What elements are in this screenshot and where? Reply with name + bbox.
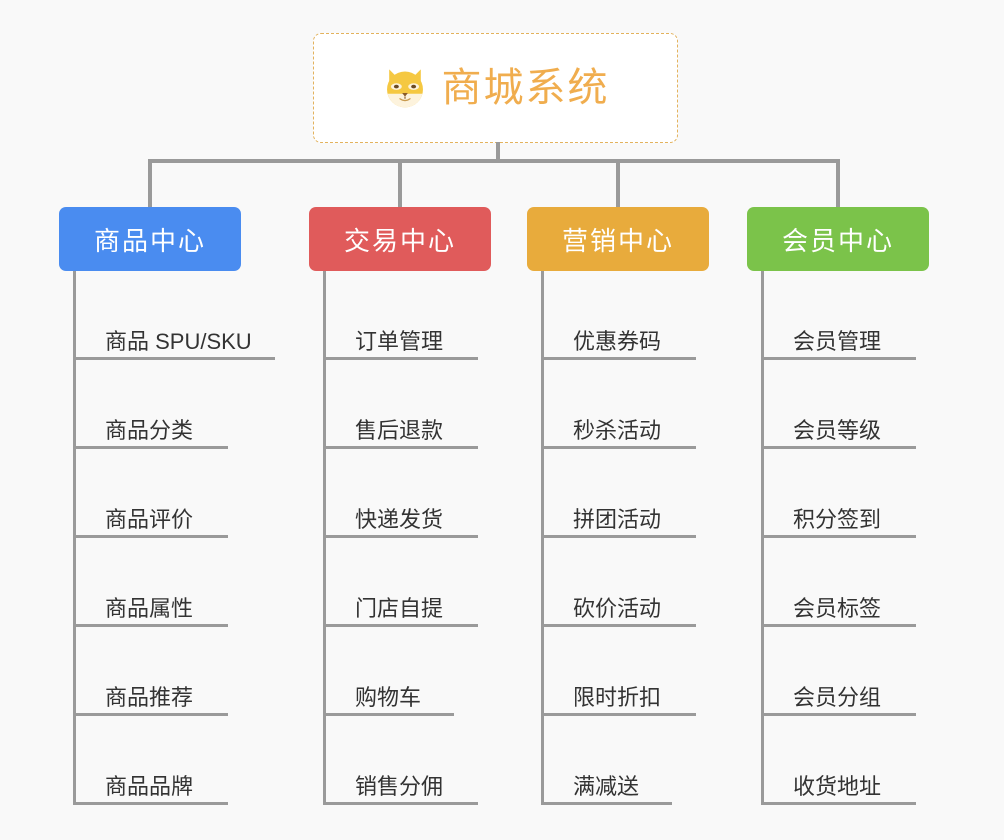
leaf-item-label: 商品属性	[105, 595, 194, 621]
shiba-dog-icon	[386, 69, 423, 108]
root-title: 商城系统	[441, 66, 610, 110]
leaf-column-3: 优惠券码秒杀活动拼团活动砍价活动限时折扣满减送	[541, 271, 696, 805]
leaf-item-underline	[541, 802, 672, 805]
leaf-item-underline	[73, 446, 228, 449]
leaf-item-label: 商品品牌	[105, 773, 194, 799]
leaf-item-label: 砍价活动	[573, 595, 662, 621]
leaf-item[interactable]: 会员分组	[761, 627, 916, 716]
leaf-column-1: 商品 SPU/SKU 商品分类商品评价商品属性商品推荐商品品牌	[73, 271, 275, 805]
leaf-item[interactable]: 会员标签	[761, 538, 916, 627]
leaf-item[interactable]: 优惠券码	[541, 271, 696, 360]
leaf-item-underline	[541, 713, 696, 716]
leaf-item[interactable]: 积分签到	[761, 449, 916, 538]
leaf-item-label: 秒杀活动	[573, 417, 662, 443]
category-label: 会员中心	[781, 225, 894, 256]
connector-drop-4	[836, 159, 840, 207]
leaf-item-underline	[761, 713, 916, 716]
column-spine	[323, 271, 326, 805]
leaf-item[interactable]: 收货地址	[761, 716, 916, 805]
connector-horizontal-bus	[150, 159, 840, 163]
leaf-item[interactable]: 拼团活动	[541, 449, 696, 538]
leaf-item[interactable]: 商品分类	[73, 360, 252, 449]
leaf-item-label: 商品分类	[105, 417, 194, 443]
leaf-item[interactable]: 会员管理	[761, 271, 916, 360]
leaf-item-label: 商品推荐	[105, 684, 194, 710]
category-box-4[interactable]: 会员中心	[747, 207, 929, 271]
leaf-item[interactable]: 砍价活动	[541, 538, 696, 627]
category-box-3[interactable]: 营销中心	[527, 207, 709, 271]
leaf-item[interactable]: 会员等级	[761, 360, 916, 449]
column-spine	[73, 271, 76, 805]
leaf-item-underline	[323, 357, 478, 360]
leaf-item-underline	[323, 446, 478, 449]
leaf-item-underline	[73, 357, 275, 360]
leaf-item-label: 收货地址	[793, 773, 882, 799]
leaf-item-label: 商品 SPU/SKU	[105, 328, 252, 354]
leaf-item[interactable]: 售后退款	[323, 360, 478, 449]
leaf-item-underline	[761, 624, 916, 627]
connector-drop-3	[616, 159, 620, 207]
leaf-item-label: 会员标签	[793, 595, 882, 621]
leaf-item[interactable]: 订单管理	[323, 271, 478, 360]
leaf-item-underline	[541, 446, 696, 449]
leaf-item-underline	[323, 802, 478, 805]
leaf-item[interactable]: 销售分佣	[323, 716, 478, 805]
leaf-column-4: 会员管理会员等级积分签到会员标签会员分组收货地址	[761, 271, 916, 805]
leaf-item[interactable]: 限时折扣	[541, 627, 696, 716]
leaf-item-underline	[761, 802, 916, 805]
leaf-item-underline	[73, 802, 228, 805]
leaf-item-underline	[323, 713, 454, 716]
leaf-item-label: 积分签到	[793, 506, 882, 532]
leaf-item-underline	[73, 624, 228, 627]
leaf-item[interactable]: 商品品牌	[73, 716, 252, 805]
category-label: 交易中心	[343, 225, 456, 256]
leaf-item-underline	[761, 357, 916, 360]
root-node[interactable]: 商城系统	[313, 33, 678, 143]
leaf-item-underline	[73, 535, 228, 538]
leaf-item-label: 购物车	[355, 684, 422, 710]
connector-drop-2	[398, 159, 402, 207]
leaf-item-label: 会员管理	[793, 328, 882, 354]
leaf-item-underline	[541, 624, 696, 627]
connector-root-stem	[496, 142, 500, 163]
category-label: 营销中心	[561, 225, 674, 256]
leaf-item-label: 订单管理	[355, 328, 444, 354]
category-box-2[interactable]: 交易中心	[309, 207, 491, 271]
category-label: 商品中心	[93, 225, 206, 256]
column-spine	[761, 271, 764, 805]
leaf-item-label: 会员等级	[793, 417, 882, 443]
leaf-item[interactable]: 商品 SPU/SKU	[73, 271, 275, 360]
leaf-item-label: 限时折扣	[573, 684, 662, 710]
leaf-item-label: 会员分组	[793, 684, 882, 710]
column-spine	[541, 271, 544, 805]
leaf-item-label: 门店自提	[355, 595, 444, 621]
leaf-item[interactable]: 商品推荐	[73, 627, 252, 716]
leaf-item-underline	[761, 446, 916, 449]
leaf-item-underline	[761, 535, 916, 538]
leaf-item-underline	[323, 624, 478, 627]
leaf-item[interactable]: 购物车	[323, 627, 454, 716]
leaf-item-label: 商品评价	[105, 506, 194, 532]
leaf-item[interactable]: 商品评价	[73, 449, 252, 538]
leaf-item-label: 售后退款	[355, 417, 444, 443]
category-box-1[interactable]: 商品中心	[59, 207, 241, 271]
leaf-column-2: 订单管理售后退款快递发货门店自提购物车销售分佣	[323, 271, 478, 805]
leaf-item-label: 销售分佣	[355, 773, 444, 799]
leaf-item[interactable]: 门店自提	[323, 538, 478, 627]
leaf-item-underline	[541, 535, 696, 538]
connector-drop-1	[148, 159, 152, 207]
leaf-item-underline	[541, 357, 696, 360]
leaf-item-underline	[73, 713, 228, 716]
leaf-item-label: 拼团活动	[573, 506, 662, 532]
leaf-item-label: 快递发货	[355, 506, 444, 532]
leaf-item[interactable]: 快递发货	[323, 449, 478, 538]
leaf-item[interactable]: 秒杀活动	[541, 360, 696, 449]
leaf-item[interactable]: 满减送	[541, 716, 672, 805]
leaf-item-label: 优惠券码	[573, 328, 662, 354]
leaf-item[interactable]: 商品属性	[73, 538, 252, 627]
leaf-item-label: 满减送	[573, 773, 640, 799]
leaf-item-underline	[323, 535, 478, 538]
